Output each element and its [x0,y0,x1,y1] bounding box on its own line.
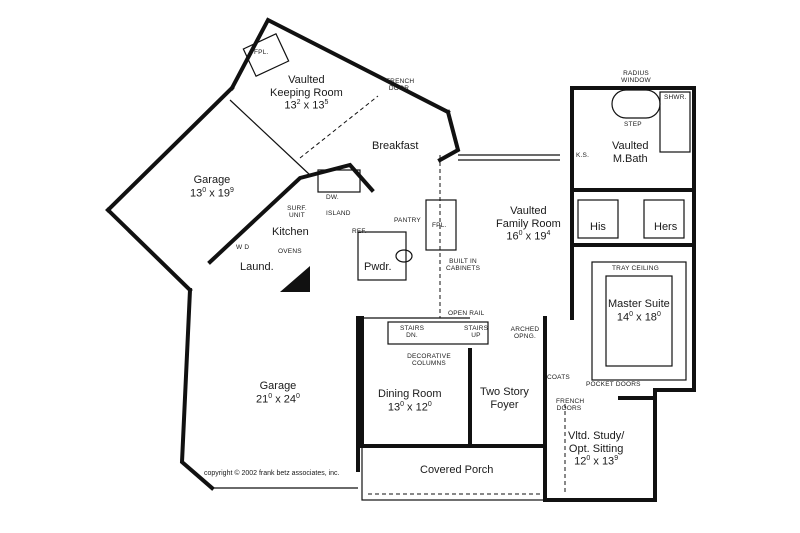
keeping-dims: 132 x 135 [284,99,329,112]
kitchen-label: Kitchen [272,226,309,238]
foyer-name1: Two Story [480,386,529,398]
dashed-keeping [299,95,379,159]
note-ref: REF. [352,228,367,235]
garage-large-label: Garage 210 x 240 [256,380,300,406]
study-name2: Opt. Sitting [568,442,624,455]
garage-small-dims: 130 x 199 [190,186,234,200]
porch [361,445,546,501]
foyer-name2: Foyer [490,398,519,411]
mbath-name2: M.Bath [612,152,648,165]
tray-ceiling-outer [591,261,687,381]
note-decorative: DECORATIVE COLUMNS [407,353,451,368]
master-suite-label: Master Suite 140 x 180 [608,298,670,324]
master-suite-dims: 140 x 180 [616,310,661,324]
stairs [387,321,489,345]
note-french-doors: FRENCH DOORS [556,398,585,413]
note-stairs-up: STAIRS UP [464,325,489,340]
stair-triangle [280,266,310,292]
note-wd: W D [236,244,250,251]
note-pocket-doors: POCKET DOORS [586,381,641,388]
wall-garage-small-left [105,207,193,293]
garage-large-dims: 210 x 240 [256,392,300,406]
family-name2: Family Room [496,217,561,230]
note-stairs-dn: STAIRS DN. [400,325,425,340]
note-open-rail: OPEN RAIL [448,310,485,317]
wall-garage-small-right [229,99,311,176]
powder-label: Pwdr. [364,261,392,273]
breakfast-label: Breakfast [372,140,419,152]
dining-dims: 130 x 120 [387,400,432,414]
note-fpl-keeping: FPL. [254,49,269,56]
wall-kitchen [207,162,375,265]
radius-window [611,89,661,119]
his-closet-label: His [590,221,606,233]
powder-sink [395,249,413,263]
note-arched: ARCHED OPNG. [510,326,540,341]
note-radius-window: RADIUS WINDOW [621,70,651,85]
note-built-in: BUILT IN CABINETS [446,258,481,273]
study-dims: 120 x 139 [574,455,619,468]
study-name1: Vltd. Study/ [568,430,625,442]
tray-ceiling-inner [605,275,673,367]
wall-keeping-bay [437,109,461,163]
closet-his [577,199,619,239]
family-name1: Vaulted [510,205,547,217]
island [317,169,361,193]
dining-room-label: Dining Room 130 x 120 [378,388,442,414]
master-suite-name: Master Suite [608,298,670,310]
study-label: Vltd. Study/ Opt. Sitting 120 x 139 [568,430,624,469]
wall-master-outer [570,86,696,400]
keeping-name2: Keeping Room [270,86,343,99]
powder-room [357,231,407,281]
wall-garage-large [179,287,215,491]
note-step: STEP [624,121,642,128]
shower [659,91,691,153]
dining-name: Dining Room [378,388,442,400]
copyright: copyright © 2002 frank betz associates, … [204,470,340,477]
note-coats: COATS [547,374,570,381]
closet-hers [643,199,685,239]
laundry-label: Laund. [240,261,274,273]
family-dims: 160 x 194 [506,230,551,243]
note-island: ISLAND [326,210,351,217]
porch-label: Covered Porch [420,464,494,476]
note-surf-unit: SURF. UNIT [287,205,307,220]
note-french-door: FRENCH DOOR [386,78,415,93]
note-shwr: SHWR. [664,94,687,101]
foyer-label: Two Story Foyer [480,386,529,411]
hers-closet-label: Hers [654,221,678,233]
wall-keeping-room [229,17,451,115]
note-pantry: PANTRY [394,217,421,224]
note-dw: DW. [326,194,339,201]
garage-small-label: Garage 130 x 199 [190,174,234,200]
master-bath-label: Vaulted M.Bath [612,140,649,165]
note-fpl-family: FPL. [432,222,447,229]
note-ks: K.S. [576,152,590,159]
note-ovens: OVENS [278,248,302,255]
garage-small-name: Garage [193,174,231,186]
note-tray-ceiling: TRAY CEILING [612,265,659,272]
family-room-label: Vaulted Family Room 160 x 194 [496,205,561,244]
keeping-name1: Vaulted [288,74,325,86]
mbath-name1: Vaulted [612,140,649,152]
fireplace-family [425,199,457,251]
garage-large-name: Garage [259,380,297,392]
keeping-room-label: Vaulted Keeping Room 132 x 135 [270,74,343,113]
wall-keeping-garage [105,85,235,213]
fireplace-keeping [242,33,290,77]
